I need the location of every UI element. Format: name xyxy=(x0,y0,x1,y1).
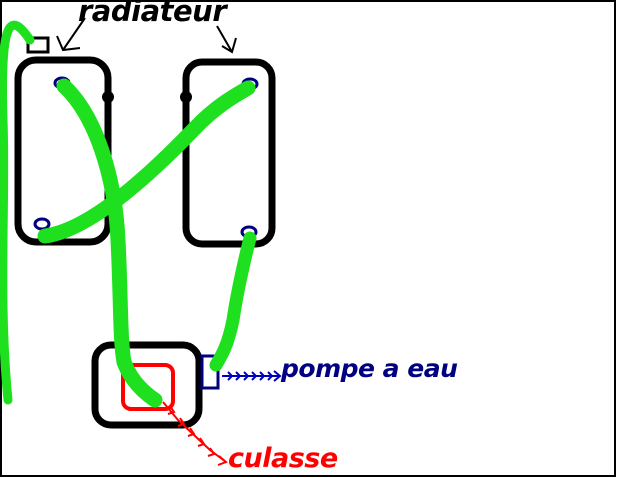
pump-arrow xyxy=(222,370,282,382)
hose-pump-to-right-bottom xyxy=(209,231,257,372)
port-left-bottom xyxy=(33,217,51,231)
tank-mark-left xyxy=(102,91,114,103)
radiator-tank-right xyxy=(182,58,276,248)
hose-crossover xyxy=(37,80,256,244)
tank-mark-right xyxy=(180,91,192,103)
radiator-pointer-right xyxy=(216,25,237,54)
engine-block xyxy=(91,341,203,429)
cylinder-head-label: culasse xyxy=(228,443,338,474)
hose-left-top-to-engine xyxy=(56,78,163,408)
water-pump-label: pompe a eau xyxy=(281,354,458,383)
coolant-hoses xyxy=(0,20,257,408)
cylinder-head-box xyxy=(121,363,175,411)
radiator-label: radiateur xyxy=(78,0,227,28)
hose-overflow xyxy=(0,20,35,405)
radiator-pointer-left xyxy=(56,17,86,52)
cylinder-head-arrow xyxy=(162,401,228,466)
